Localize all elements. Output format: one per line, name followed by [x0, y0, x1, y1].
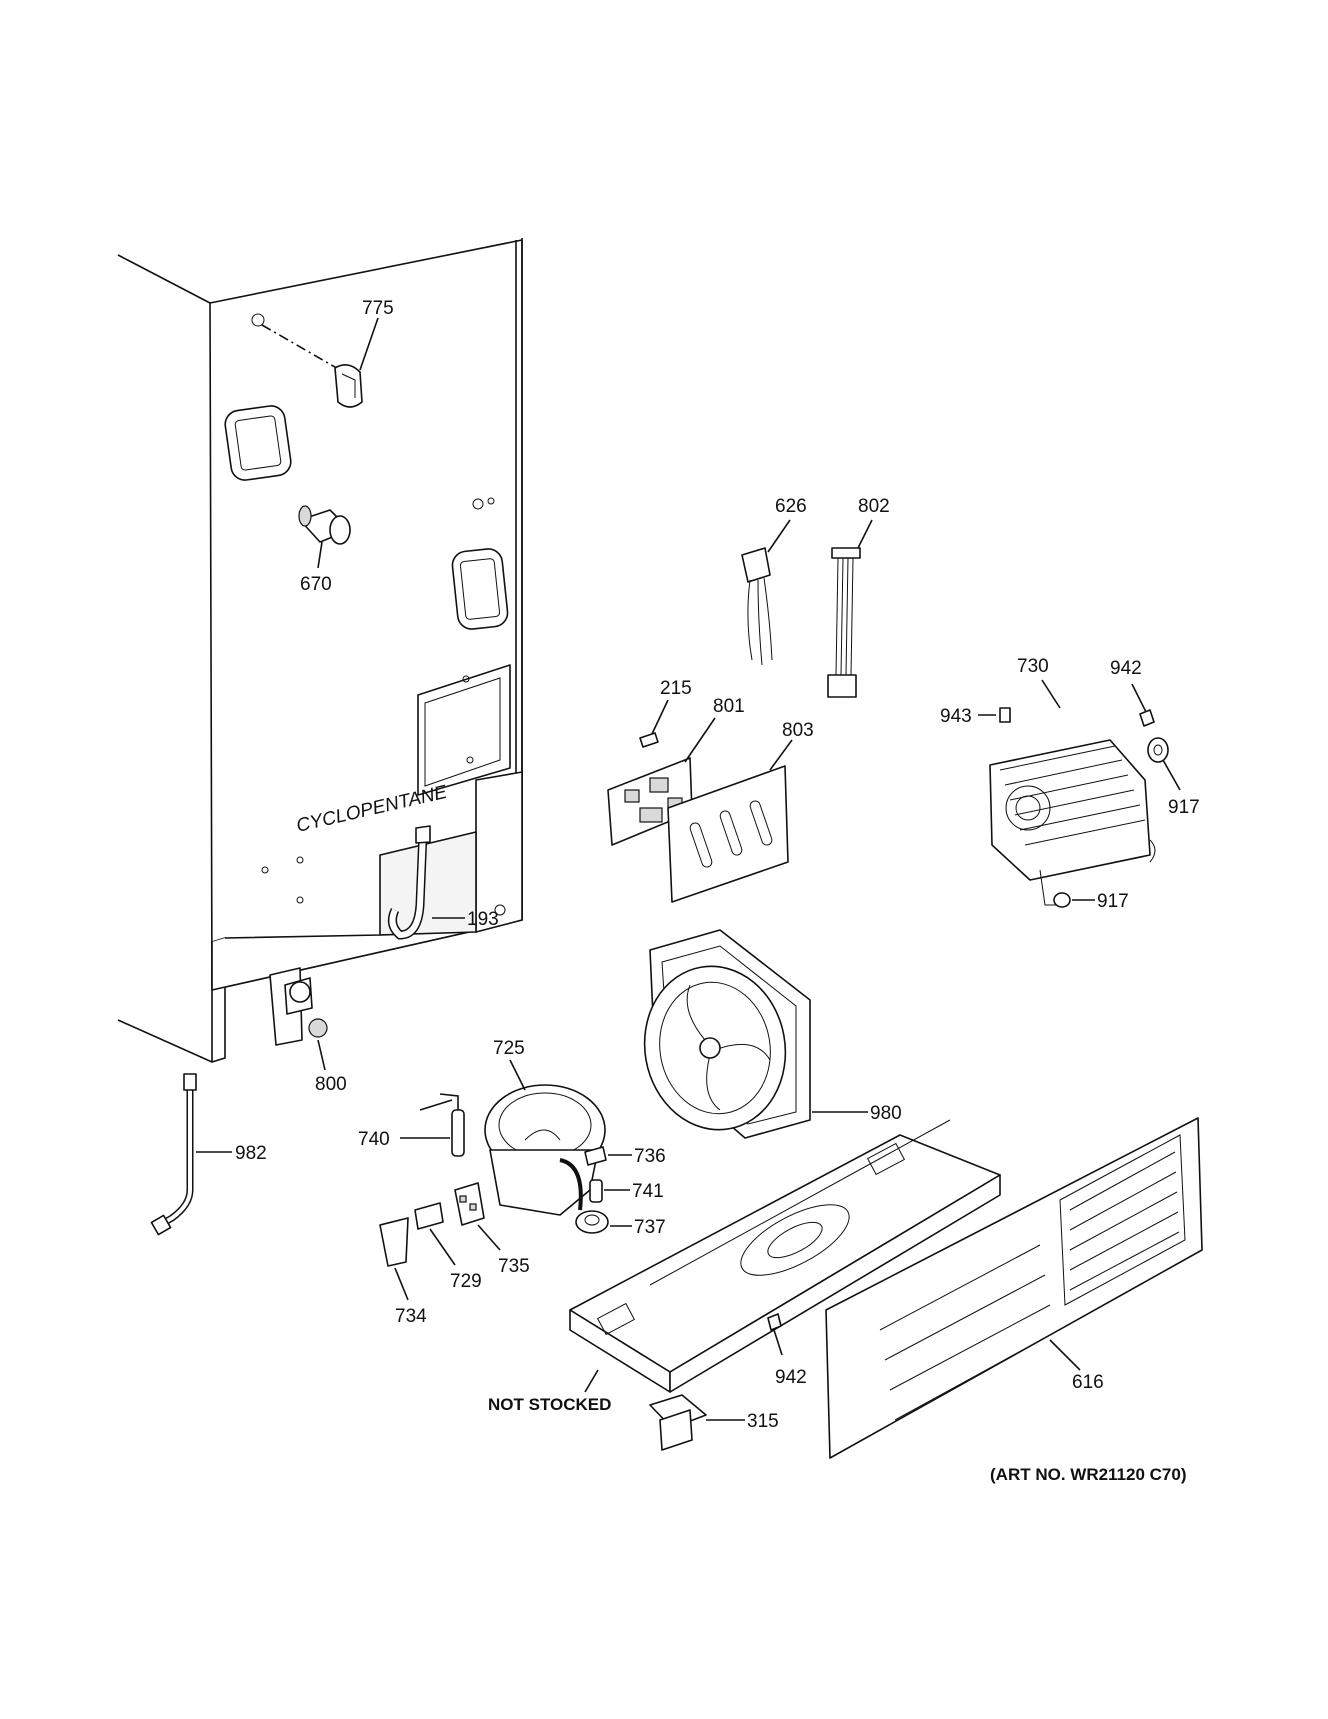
not-stocked-label: NOT STOCKED [488, 1395, 611, 1414]
callout-803: 803 [782, 720, 814, 741]
callout-740: 740 [358, 1129, 390, 1150]
callout-193: 193 [467, 909, 499, 930]
callout-626: 626 [775, 496, 807, 517]
part-943-screw [978, 707, 1011, 723]
callout-942-upper: 942 [1110, 658, 1142, 679]
callout-800: 800 [315, 1074, 347, 1095]
callout-737: 737 [634, 1217, 666, 1238]
cabinet-back [117, 238, 523, 1063]
callout-725: 725 [493, 1038, 525, 1059]
callout-736: 736 [634, 1146, 666, 1167]
callout-734: 734 [395, 1306, 427, 1327]
callout-315: 315 [747, 1411, 779, 1432]
part-315-bracket [649, 1394, 745, 1451]
callout-982: 982 [235, 1143, 267, 1164]
callout-775: 775 [362, 298, 394, 319]
callout-943: 943 [940, 706, 972, 727]
art-number: (ART NO. WR21120 C70) [990, 1465, 1187, 1484]
callout-801: 801 [713, 696, 745, 717]
callout-942-lower: 942 [775, 1367, 807, 1388]
part-740-drier [400, 1093, 465, 1157]
callout-802: 802 [858, 496, 890, 517]
callout-670: 670 [300, 574, 332, 595]
callout-215: 215 [660, 678, 692, 699]
part-942-screw-upper [1131, 683, 1155, 727]
callout-616: 616 [1072, 1372, 1104, 1393]
part-626-adapter [741, 519, 791, 666]
callout-917-upper: 917 [1168, 797, 1200, 818]
part-980-fan [643, 929, 868, 1139]
part-800-valve [269, 967, 328, 1071]
part-193-tube [387, 825, 465, 940]
callout-741: 741 [632, 1181, 664, 1202]
part-736-clip [584, 1146, 632, 1166]
part-725-compressor [484, 1059, 606, 1216]
part-730-coil [989, 679, 1156, 906]
part-729-overload [414, 1202, 456, 1266]
callout-729: 729 [450, 1271, 482, 1292]
part-802-harness [827, 519, 873, 698]
part-670-fitting [298, 505, 351, 569]
callout-917-lower: 917 [1097, 891, 1129, 912]
part-803-panel [667, 739, 793, 903]
part-616-cover [825, 1117, 1203, 1459]
part-737-grommet [575, 1210, 632, 1234]
part-917-grommet-upper [1147, 737, 1181, 791]
part-215-screw [639, 699, 669, 748]
part-982-waterline [150, 1073, 232, 1236]
part-775-clip [261, 317, 379, 408]
part-917-grommet-lower [1053, 892, 1095, 908]
part-942-screw-lower [767, 1313, 783, 1356]
part-741-sleeve [589, 1179, 630, 1203]
callout-730: 730 [1017, 656, 1049, 677]
part-735-relay [454, 1182, 501, 1251]
part-734-cover [379, 1217, 409, 1301]
callout-980: 980 [870, 1103, 902, 1124]
callout-735: 735 [498, 1256, 530, 1277]
part-base-pan [569, 1119, 1001, 1393]
